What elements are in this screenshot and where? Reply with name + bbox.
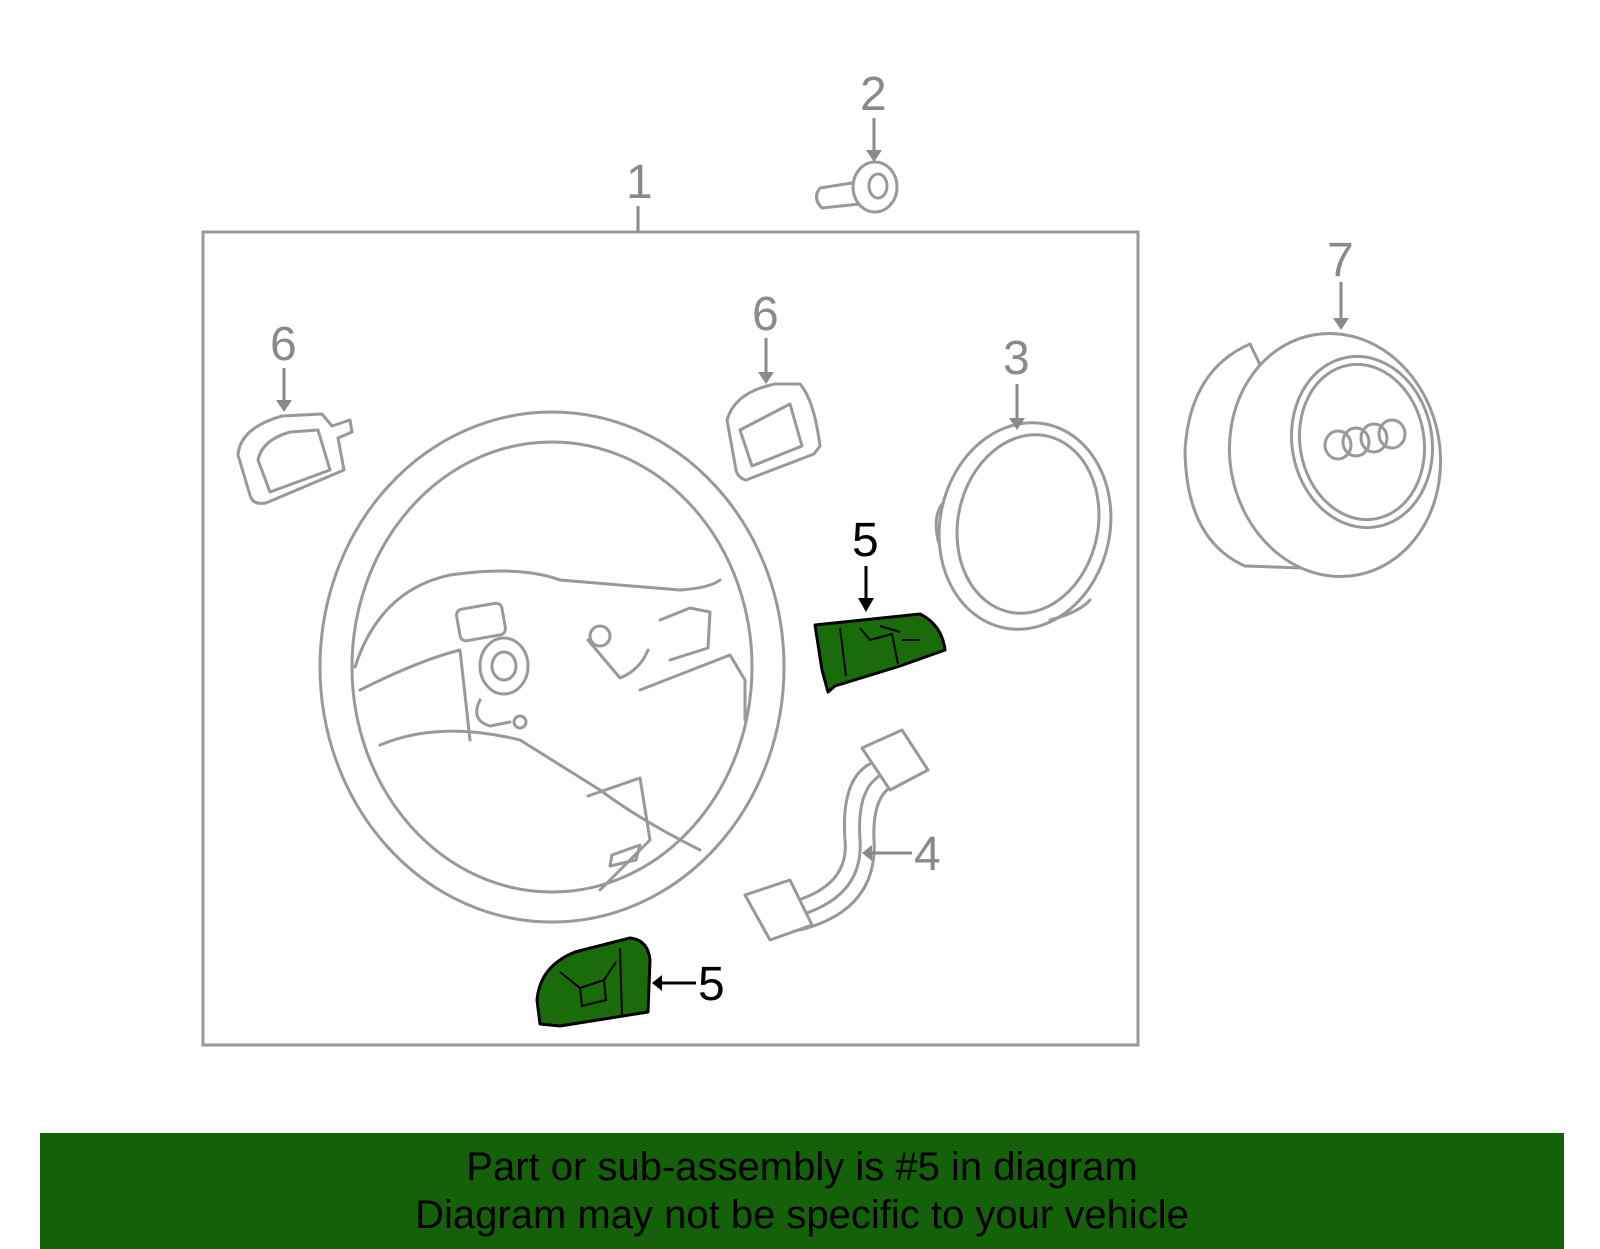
callout-5b: 5 (698, 958, 725, 1011)
wiring-harness-part (743, 728, 930, 942)
clip-part-left (236, 412, 354, 505)
callout-7: 7 (1327, 234, 1354, 287)
clip-part-right (725, 382, 822, 482)
assembly-frame (201, 230, 1140, 1047)
logo-ring-1 (1323, 429, 1353, 461)
banner-line-1: Part or sub-assembly is #5 in diagram (466, 1145, 1138, 1189)
logo-ring-2 (1341, 426, 1371, 458)
callout-5a: 5 (852, 514, 879, 567)
steering-wheel-part (318, 410, 786, 924)
info-banner: Part or sub-assembly is #5 in diagram Di… (40, 1133, 1564, 1249)
banner-line-2: Diagram may not be specific to your vehi… (415, 1193, 1189, 1237)
callout-4: 4 (914, 828, 941, 881)
cover-disc-part (934, 421, 1113, 631)
callout-3: 3 (1003, 332, 1030, 385)
airbag-part (1183, 331, 1443, 579)
bolt-part (815, 160, 899, 214)
callout-6b: 6 (752, 288, 779, 341)
callout-2: 2 (860, 68, 887, 121)
control-switch-upper (813, 612, 947, 694)
callout-6a: 6 (270, 318, 297, 371)
logo-ring-4 (1377, 418, 1407, 450)
logo-ring-3 (1359, 422, 1389, 454)
control-switch-lower (535, 936, 652, 1028)
callout-1: 1 (626, 156, 653, 209)
